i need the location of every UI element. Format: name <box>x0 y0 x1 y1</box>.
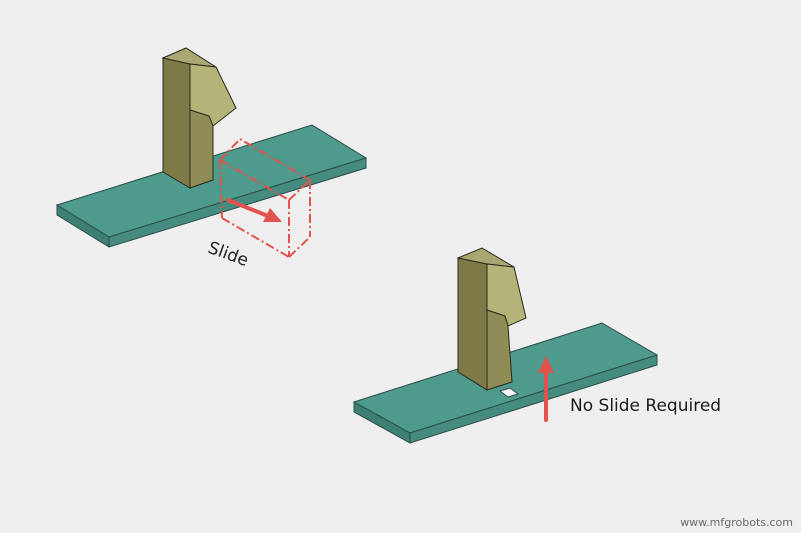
no-slide-arrow-head <box>538 356 554 373</box>
slide-volume-back-bottom <box>288 236 311 258</box>
slide-arrow <box>226 198 282 222</box>
left-hook-front <box>162 57 191 189</box>
left-hook-side-lower <box>189 109 214 189</box>
slide-volume-mid-edge <box>219 159 290 201</box>
slide-volume-outline <box>219 137 311 258</box>
slide-volume-top-edge <box>219 137 311 181</box>
right-plate-hole <box>498 387 520 398</box>
slide-volume-left-edge <box>219 159 223 219</box>
watermark: www.mfgrobots.com <box>680 516 793 529</box>
no-slide-required-label: No Slide Required <box>570 396 722 416</box>
left-hook <box>161 47 237 189</box>
slide-volume-bottom-edge <box>221 217 290 258</box>
slide-arrow-head <box>263 208 282 222</box>
right-plate-right-edge <box>409 354 658 444</box>
right-part <box>352 247 659 444</box>
no-slide-arrow <box>538 356 554 422</box>
slide-volume-corner-edge <box>288 179 311 201</box>
right-hook-front <box>457 257 488 391</box>
right-hook-side-lower <box>486 309 513 391</box>
left-part <box>55 47 368 258</box>
right-hook <box>456 247 527 391</box>
